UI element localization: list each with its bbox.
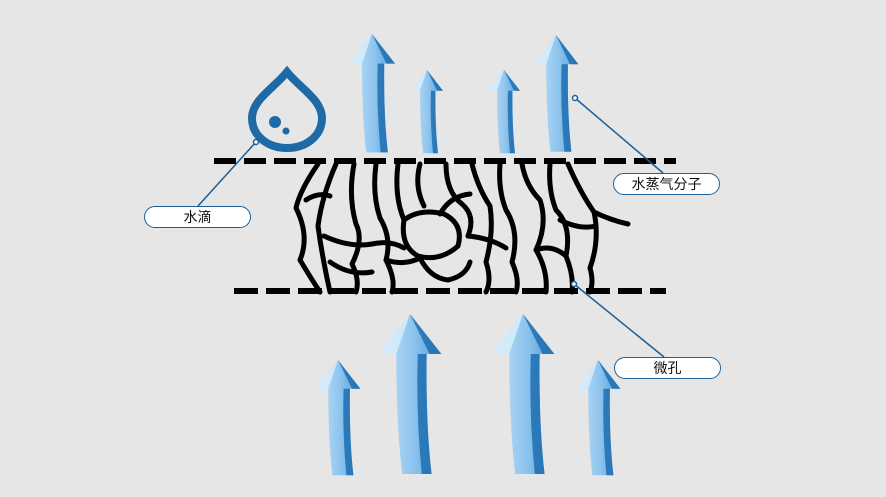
vapor-molecule-label: 水蒸气分子 [613, 173, 720, 195]
leader-lines [197, 94, 665, 358]
up-arrow-icon [488, 70, 520, 154]
micropore-network [293, 161, 631, 295]
micropore-label: 微孔 [614, 357, 721, 379]
upper-arrows [348, 34, 579, 154]
lower-arrows [315, 314, 621, 476]
up-arrow-icon [411, 70, 443, 154]
up-arrow-icon [378, 314, 442, 474]
membrane-boundaries [214, 158, 676, 294]
up-arrow-icon [575, 360, 621, 476]
water-drop-label: 水滴 [144, 206, 251, 228]
up-arrow-icon [315, 360, 361, 476]
up-arrow-icon [348, 34, 396, 153]
up-arrow-icon [533, 35, 579, 152]
up-arrow-icon [491, 314, 555, 474]
water-drop-icon [247, 65, 327, 153]
